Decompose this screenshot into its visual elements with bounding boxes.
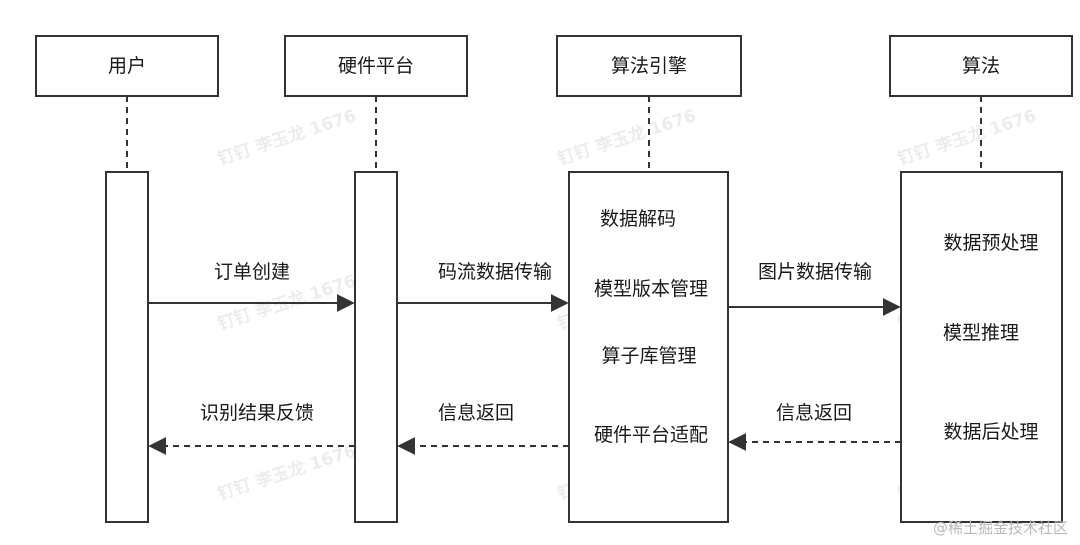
participant-box (556, 35, 742, 97)
activation-bar-user (105, 171, 149, 523)
participant-box (284, 35, 468, 97)
message-label: 订单创建 (214, 261, 290, 283)
participant-label: 算法 (962, 55, 1000, 77)
engine-step: 数据解码 (600, 208, 676, 230)
message-label: 图片数据传输 (758, 261, 872, 283)
engine-step: 算子库管理 (601, 345, 696, 367)
engine-step: 硬件平台适配 (594, 424, 708, 446)
message-info-return-engine: 信息返回 (728, 402, 901, 451)
watermark-text: 钉钉 李玉龙 1676 (895, 105, 1039, 170)
message-info-return-hardware: 信息返回 (397, 402, 569, 455)
algorithm-step: 数据预处理 (943, 232, 1038, 254)
participant-label: 硬件平台 (338, 55, 414, 77)
message-image-transfer: 图片数据传输 (728, 261, 901, 316)
algorithm-step: 模型推理 (943, 322, 1019, 344)
watermark-text: 钉钉 李玉龙 1676 (555, 105, 699, 170)
message-label: 识别结果反馈 (200, 402, 314, 424)
credit-text: @稀土掘金技术社区 (933, 519, 1068, 537)
participant-label: 算法引擎 (611, 55, 687, 77)
algorithm-step: 数据后处理 (943, 421, 1038, 443)
participant-user: 用户 (35, 35, 219, 97)
message-result-feedback: 识别结果反馈 (148, 402, 355, 455)
participant-label: 用户 (108, 55, 146, 77)
participant-algorithm: 算法 (889, 35, 1073, 97)
watermark-text: 钉钉 李玉龙 1676 (215, 105, 359, 170)
message-order-create: 订单创建 (148, 261, 355, 312)
participant-box (889, 35, 1073, 97)
message-label: 信息返回 (776, 402, 852, 424)
activation-bar-hardware (354, 171, 398, 523)
participant-box (35, 35, 219, 97)
message-label: 信息返回 (438, 402, 514, 424)
participant-hardware: 硬件平台 (284, 35, 468, 97)
algorithm-steps: 数据预处理 模型推理 数据后处理 (943, 232, 1039, 443)
engine-step: 模型版本管理 (594, 278, 708, 300)
engine-steps: 数据解码 模型版本管理 算子库管理 硬件平台适配 (594, 208, 708, 446)
watermark-text: 钉钉 李玉龙 1676 (215, 440, 359, 505)
activation-bar-algorithm (900, 171, 1063, 523)
message-label: 码流数据传输 (438, 261, 552, 283)
participant-engine: 算法引擎 (556, 35, 742, 97)
activation-bar-engine (568, 171, 729, 523)
message-stream-transfer: 码流数据传输 (397, 261, 569, 312)
